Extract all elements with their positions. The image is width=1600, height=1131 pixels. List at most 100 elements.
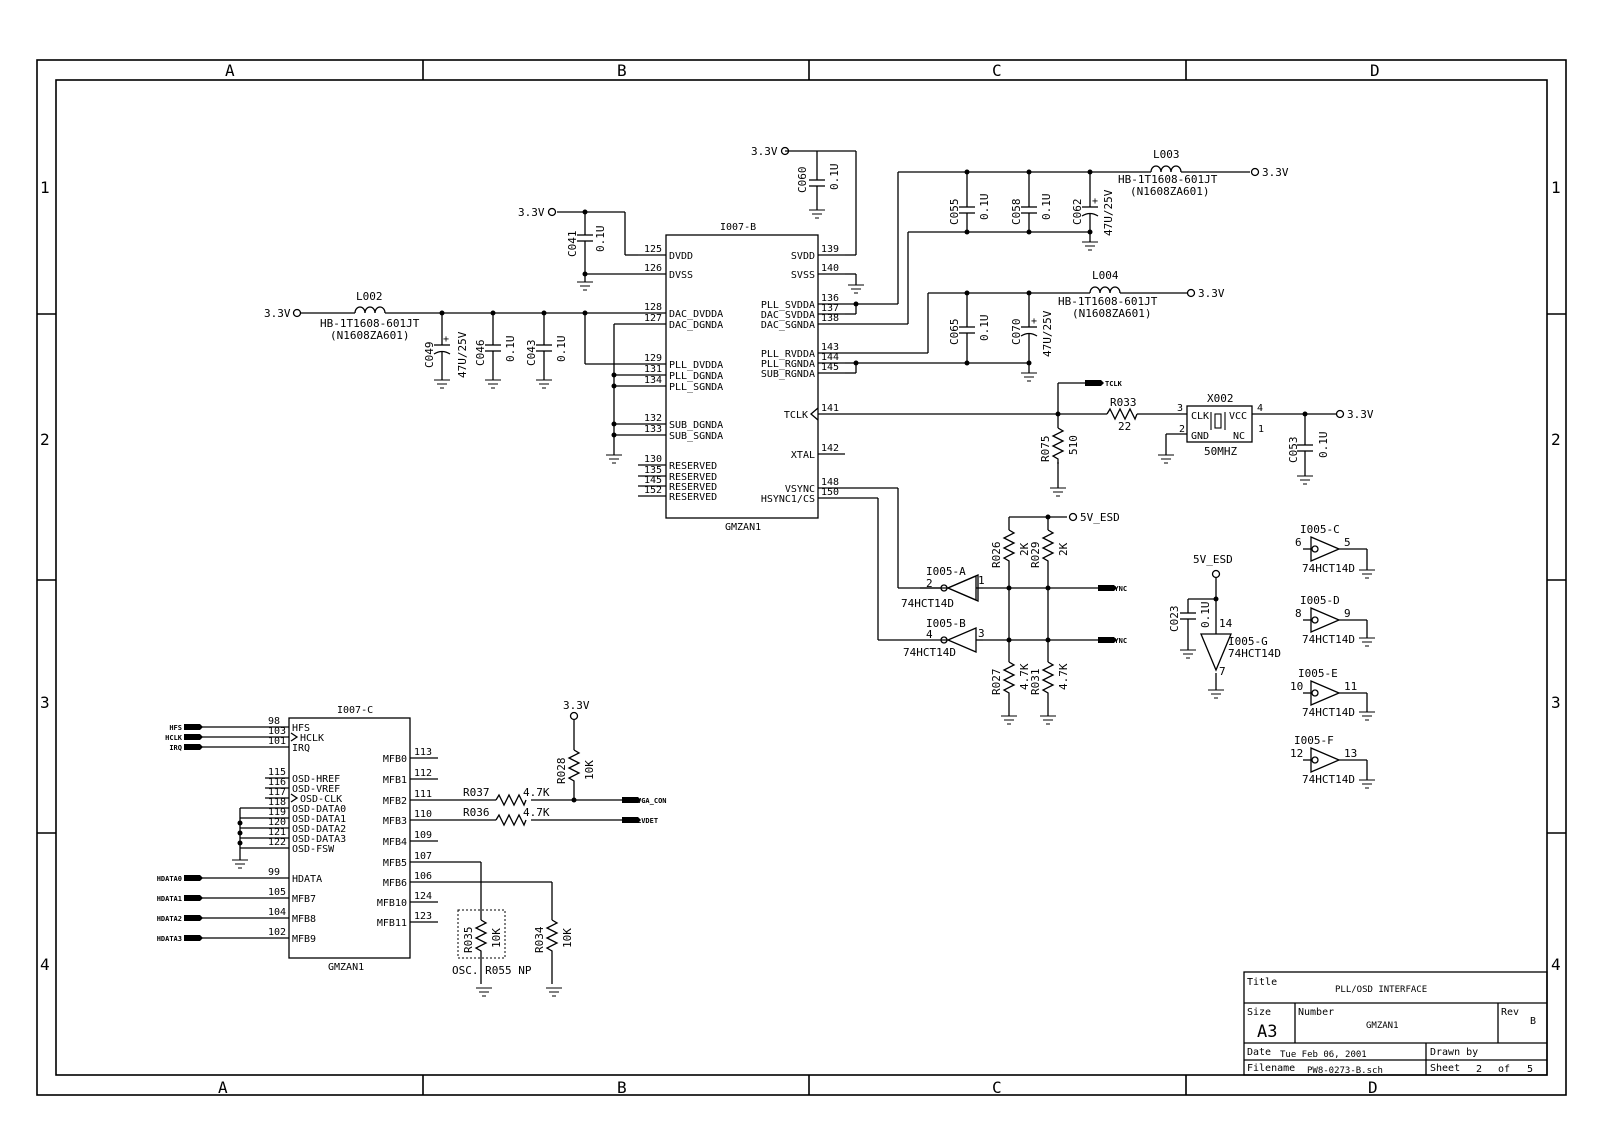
power-3v3: 3.3V bbox=[1262, 166, 1289, 179]
title-block: Title PLL/OSD INTERFACE Size A3 Number G… bbox=[1243, 971, 1548, 1076]
c070-val: 47U/25V bbox=[1041, 310, 1054, 357]
pin-number: 112 bbox=[414, 768, 432, 779]
junction-dots bbox=[237, 169, 1308, 846]
c041-val: 0.1U bbox=[594, 226, 607, 253]
pin-number: 136 bbox=[821, 293, 839, 304]
net-hdata3: HDATA3 bbox=[157, 935, 182, 943]
c065-ref: C065 bbox=[948, 319, 961, 346]
drawn-by-label: Drawn by bbox=[1430, 1047, 1478, 1058]
zone-row-1-left: 1 bbox=[40, 178, 50, 197]
c065-val: 0.1U bbox=[978, 315, 991, 342]
drawing-title: PLL/OSD INTERFACE bbox=[1335, 985, 1427, 995]
power-5v-esd: 5V_ESD bbox=[1080, 511, 1120, 524]
zone-col-b-bottom: B bbox=[617, 1078, 627, 1097]
zone-row-2-left: 2 bbox=[40, 430, 50, 449]
pin-name: MFB8 bbox=[292, 914, 316, 925]
power-3v3: 3.3V bbox=[264, 307, 291, 320]
c046-ref: C046 bbox=[474, 340, 487, 367]
pin-number: 109 bbox=[414, 830, 432, 841]
r027-val: 4.7K bbox=[1018, 663, 1031, 690]
pin-name: MFB11 bbox=[377, 918, 407, 929]
pin-name: SUB_RGNDA bbox=[761, 369, 815, 380]
pin-name: HFS bbox=[292, 723, 310, 734]
pin-name: HSYNC1/CS bbox=[761, 494, 815, 505]
pin-name: MFB9 bbox=[292, 934, 316, 945]
zone-row-4-right: 4 bbox=[1551, 955, 1561, 974]
pin-name: MFB2 bbox=[383, 796, 407, 807]
i005f-out: 13 bbox=[1344, 747, 1357, 760]
pin-name: OSD-DATA1 bbox=[292, 814, 346, 825]
c049-ref: C049 bbox=[423, 342, 436, 369]
r034-val: 10K bbox=[561, 928, 574, 948]
i005d-out: 9 bbox=[1344, 607, 1351, 620]
i005d-part: 74HCT14D bbox=[1302, 633, 1355, 646]
pin-number: 122 bbox=[268, 837, 286, 848]
wiring-chip-b bbox=[301, 150, 1336, 716]
pin-number: 118 bbox=[268, 797, 286, 808]
pin-number: 111 bbox=[414, 789, 432, 800]
pin-number: 110 bbox=[414, 809, 432, 820]
power-labels: 3.3V 3.3V 3.3V 3.3V 3.3V 3.3V 3.3V 5V_ES… bbox=[264, 145, 1374, 712]
l003-alt: (N1608ZA601) bbox=[1130, 185, 1209, 198]
pin-name: OSD-HREF bbox=[292, 774, 340, 785]
r037-ref: R037 bbox=[463, 786, 490, 799]
pin-name: VSYNC bbox=[785, 484, 815, 495]
i005c-in: 6 bbox=[1295, 536, 1302, 549]
of-label: of bbox=[1498, 1064, 1510, 1075]
net-hfs: HFS bbox=[169, 724, 182, 732]
pin-name: OSD-DATA2 bbox=[292, 824, 346, 835]
inverter-symbols bbox=[920, 536, 1368, 780]
pin-name: MFB1 bbox=[383, 775, 407, 786]
chip-c-input-flags: HFS HCLK IRQ HDATA0 HDATA1 HDATA2 HDATA3 bbox=[157, 724, 203, 943]
pin-number: 145 bbox=[821, 362, 839, 373]
pin-name: RESERVED bbox=[669, 461, 717, 472]
pin-number: 133 bbox=[644, 424, 662, 435]
pin-number: 130 bbox=[644, 454, 662, 465]
net-hdata0: HDATA0 bbox=[157, 875, 182, 883]
r031-val: 4.7K bbox=[1057, 663, 1070, 690]
i005e-in: 10 bbox=[1290, 680, 1303, 693]
size-label: Size bbox=[1247, 1007, 1271, 1018]
c053-val: 0.1U bbox=[1317, 432, 1330, 459]
i005a-out: 1 bbox=[978, 574, 985, 587]
x002-freq: 50MHZ bbox=[1204, 445, 1237, 458]
pin-name: SVSS bbox=[791, 270, 815, 281]
pin-number: 103 bbox=[268, 726, 286, 737]
pin-name: OSD-CLK bbox=[300, 794, 342, 805]
i005e-out: 11 bbox=[1344, 680, 1357, 693]
i005d-ref: I005-D bbox=[1300, 594, 1340, 607]
drawing-frame bbox=[36, 59, 1567, 1096]
net-lvdet: LVDET bbox=[637, 817, 658, 825]
pin-number: 142 bbox=[821, 443, 839, 454]
net-irq: IRQ bbox=[169, 744, 182, 752]
net-hdata2: HDATA2 bbox=[157, 915, 182, 923]
c043-val: 0.1U bbox=[555, 336, 568, 363]
c049-val: 47U/25V bbox=[456, 331, 469, 378]
pin-number: 141 bbox=[821, 403, 839, 414]
pin-number: 152 bbox=[644, 485, 662, 496]
pin-name: MFB10 bbox=[377, 898, 407, 909]
pin-name: RESERVED bbox=[669, 492, 717, 503]
x002-pin3: 3 bbox=[1177, 403, 1183, 414]
sheet-size: A3 bbox=[1257, 1022, 1277, 1042]
pin-number: 150 bbox=[821, 487, 839, 498]
pin-number: 106 bbox=[414, 871, 432, 882]
pin-name: OSD-VREF bbox=[292, 784, 340, 795]
pin-name: MFB6 bbox=[383, 878, 407, 889]
c060-val: 0.1U bbox=[828, 164, 841, 191]
r036-ref: R036 bbox=[463, 806, 490, 819]
chip-b-part: GMZAN1 bbox=[725, 522, 761, 533]
pin-number: 119 bbox=[268, 807, 286, 818]
chip-i007-c: I007-C GMZAN1 bbox=[200, 705, 438, 973]
c053-ref: C053 bbox=[1287, 437, 1300, 464]
pin-name: MFB4 bbox=[383, 837, 407, 848]
pin-name: DAC_SVDDA bbox=[761, 310, 815, 321]
sheet-count: 5 bbox=[1527, 1064, 1533, 1075]
pin-number: 145 bbox=[644, 475, 662, 486]
l004-ref: L004 bbox=[1092, 269, 1119, 282]
pin-number: 104 bbox=[268, 907, 286, 918]
pin-number: 143 bbox=[821, 342, 839, 353]
filename-value: PW8-0273-B.sch bbox=[1307, 1066, 1383, 1076]
pin-number: 144 bbox=[821, 352, 839, 363]
revision: B bbox=[1530, 1016, 1536, 1027]
